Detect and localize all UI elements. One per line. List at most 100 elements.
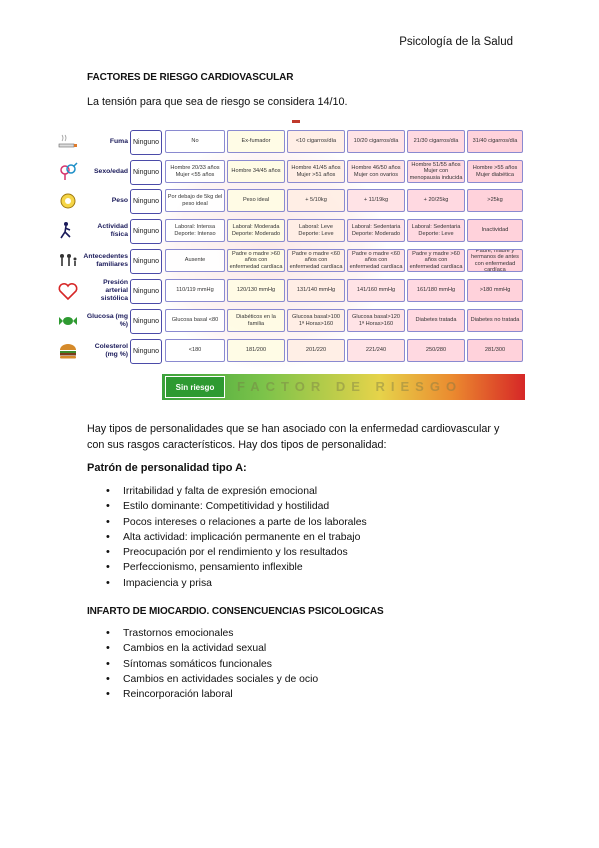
no-risk-cell: Ninguno: [130, 219, 162, 244]
risk-level-cell: + 11/19kg: [347, 189, 405, 212]
risk-level-cell: >25kg: [467, 189, 523, 212]
risk-level-cell: Diabéticos en la familia: [227, 309, 285, 332]
risk-level-cell: Ausente: [165, 249, 225, 272]
personality-paragraph: Hay tipos de personalidades que se han a…: [87, 423, 500, 451]
scale-icon: [57, 190, 79, 212]
no-risk-cell: Ninguno: [130, 309, 162, 334]
risk-level-cell: Padre, madre y hermanos de antes con enf…: [467, 249, 523, 272]
risk-level-cell: 281/300: [467, 339, 523, 362]
risk-level-cell: 10/20 cigarros/día: [347, 130, 405, 153]
list-item: Impaciencia y prisa: [106, 576, 367, 592]
risk-level-cell: 221/240: [347, 339, 405, 362]
page-header: Psicología de la Salud: [399, 36, 513, 48]
list-item: Cambios en actividades sociales y de oci…: [106, 672, 318, 688]
section-heading-infarction: INFARTO DE MIOCARDIO. CONSENCUENCIAS PSI…: [87, 606, 384, 617]
no-risk-badge: Sin riesgo: [165, 376, 225, 398]
burger-icon: [57, 340, 79, 362]
activity-icon: [57, 220, 79, 242]
no-risk-cell: Ninguno: [130, 130, 162, 155]
list-item: Preocupación por el rendimiento y los re…: [106, 545, 367, 561]
risk-level-cell: Hombre 51/55 años Mujer con menopausia i…: [407, 160, 465, 183]
risk-level-cell: 110/119 mmHg: [165, 279, 225, 302]
risk-level-cell: Laboral: Moderada Deporte: Moderado: [227, 219, 285, 242]
list-item: Síntomas somáticos funcionales: [106, 657, 318, 673]
risk-level-cell: 31/40 cigarros/día: [467, 130, 523, 153]
risk-level-cell: Diabetes tratada: [407, 309, 465, 332]
list-item: Reincorporación laboral: [106, 687, 318, 703]
risk-level-cell: Glucosa basal>100 1ª Horas>160: [287, 309, 345, 332]
risk-level-cell: Hombre 41/45 años Mujer >51 años: [287, 160, 345, 183]
risk-row-label: Presión arterial sistólica: [100, 279, 128, 302]
risk-level-cell: Hombre 46/50 años Mujer con ovarios: [347, 160, 405, 183]
risk-level-cell: Laboral: Intensa Deporte: Intenso: [165, 219, 225, 242]
list-item: Pocos intereses o relaciones a parte de …: [106, 515, 367, 531]
list-item: Alta actividad: implicación permanente e…: [106, 530, 367, 546]
risk-level-cell: Peso ideal: [227, 189, 285, 212]
risk-level-cell: Glucosa basal>120 1ª Horas>160: [347, 309, 405, 332]
risk-row-label: Actividad física: [97, 223, 128, 238]
list-item: Perfeccionismo, pensamiento inflexible: [106, 560, 367, 576]
list-item: Cambios en la actividad sexual: [106, 641, 318, 657]
risk-level-cell: Padre o madre <60 años con enfermedad ca…: [347, 249, 405, 272]
risk-level-cell: Diabetes no tratada: [467, 309, 523, 332]
no-risk-cell: Ninguno: [130, 160, 162, 185]
risk-level-cell: 161/180 mmHg: [407, 279, 465, 302]
risk-level-cell: 131/140 mmHg: [287, 279, 345, 302]
risk-level-cell: Laboral: Sedentaria Deporte: Leve: [407, 219, 465, 242]
risk-row-label: Sexo/edad: [94, 168, 128, 175]
no-risk-cell: Ninguno: [130, 189, 162, 214]
risk-bar-label: FACTOR DE RIESGO: [237, 379, 463, 394]
risk-level-cell: 21/30 cigarros/día: [407, 130, 465, 153]
risk-row-label: Antecedentes familiares: [83, 253, 128, 268]
risk-level-cell: >180 mmHg: [467, 279, 523, 302]
risk-level-cell: 181/200: [227, 339, 285, 362]
list-item: Estilo dominante: Competitividad y hosti…: [106, 499, 367, 515]
risk-level-cell: Ex-fumador: [227, 130, 285, 153]
risk-level-cell: 201/220: [287, 339, 345, 362]
risk-level-cell: Padre o madre <60 años con enfermedad ca…: [287, 249, 345, 272]
gender-icon: [57, 161, 79, 183]
no-risk-cell: Ninguno: [130, 339, 162, 364]
type-a-heading: Patrón de personalidad tipo A:: [87, 462, 247, 474]
risk-level-cell: Padre o madre >60 años con enfermedad ca…: [227, 249, 285, 272]
risk-level-cell: Hombre 20/33 años Mujer <55 años: [165, 160, 225, 183]
risk-row-label: Fuma: [109, 138, 128, 145]
risk-level-cell: Padre y madre >60 años con enfermedad ca…: [407, 249, 465, 272]
risk-level-cell: + 5/10kg: [287, 189, 345, 212]
type-a-list: Irritabilidad y falta de expresión emoci…: [106, 484, 367, 591]
top-marker: [292, 120, 300, 123]
heart-icon: [57, 280, 79, 302]
risk-level-cell: 141/160 mmHg: [347, 279, 405, 302]
risk-row-label: Peso: [111, 197, 128, 204]
risk-level-cell: Laboral: Sedentaria Deporte: Moderado: [347, 219, 405, 242]
list-item: Trastornos emocionales: [106, 626, 318, 642]
risk-level-cell: Laboral: Leve Deporte: Leve: [287, 219, 345, 242]
risk-level-cell: Hombre >55 años Mujer diabética: [467, 160, 523, 183]
risk-level-cell: + 20/25kg: [407, 189, 465, 212]
family-icon: [57, 250, 79, 272]
list-item: Irritabilidad y falta de expresión emoci…: [106, 484, 367, 500]
risk-row-label: Colesterol (mg %): [94, 343, 128, 358]
risk-level-cell: Por debajo de 5kg del peso ideal: [165, 189, 225, 212]
risk-level-cell: No: [165, 130, 225, 153]
no-risk-cell: Ninguno: [130, 279, 162, 304]
risk-level-cell: <10 cigarros/día: [287, 130, 345, 153]
risk-level-cell: 250/280: [407, 339, 465, 362]
no-risk-cell: Ninguno: [130, 249, 162, 274]
candy-icon: [57, 310, 79, 332]
risk-row-label: Glucosa (mg %): [86, 313, 128, 328]
smoking-icon: [57, 131, 79, 153]
risk-level-cell: 120/130 mmHg: [227, 279, 285, 302]
risk-level-cell: Hombre 34/45 años: [227, 160, 285, 183]
section-heading-risk-factors: FACTORES DE RIESGO CARDIOVASCULAR: [87, 72, 294, 83]
risk-level-cell: <180: [165, 339, 225, 362]
